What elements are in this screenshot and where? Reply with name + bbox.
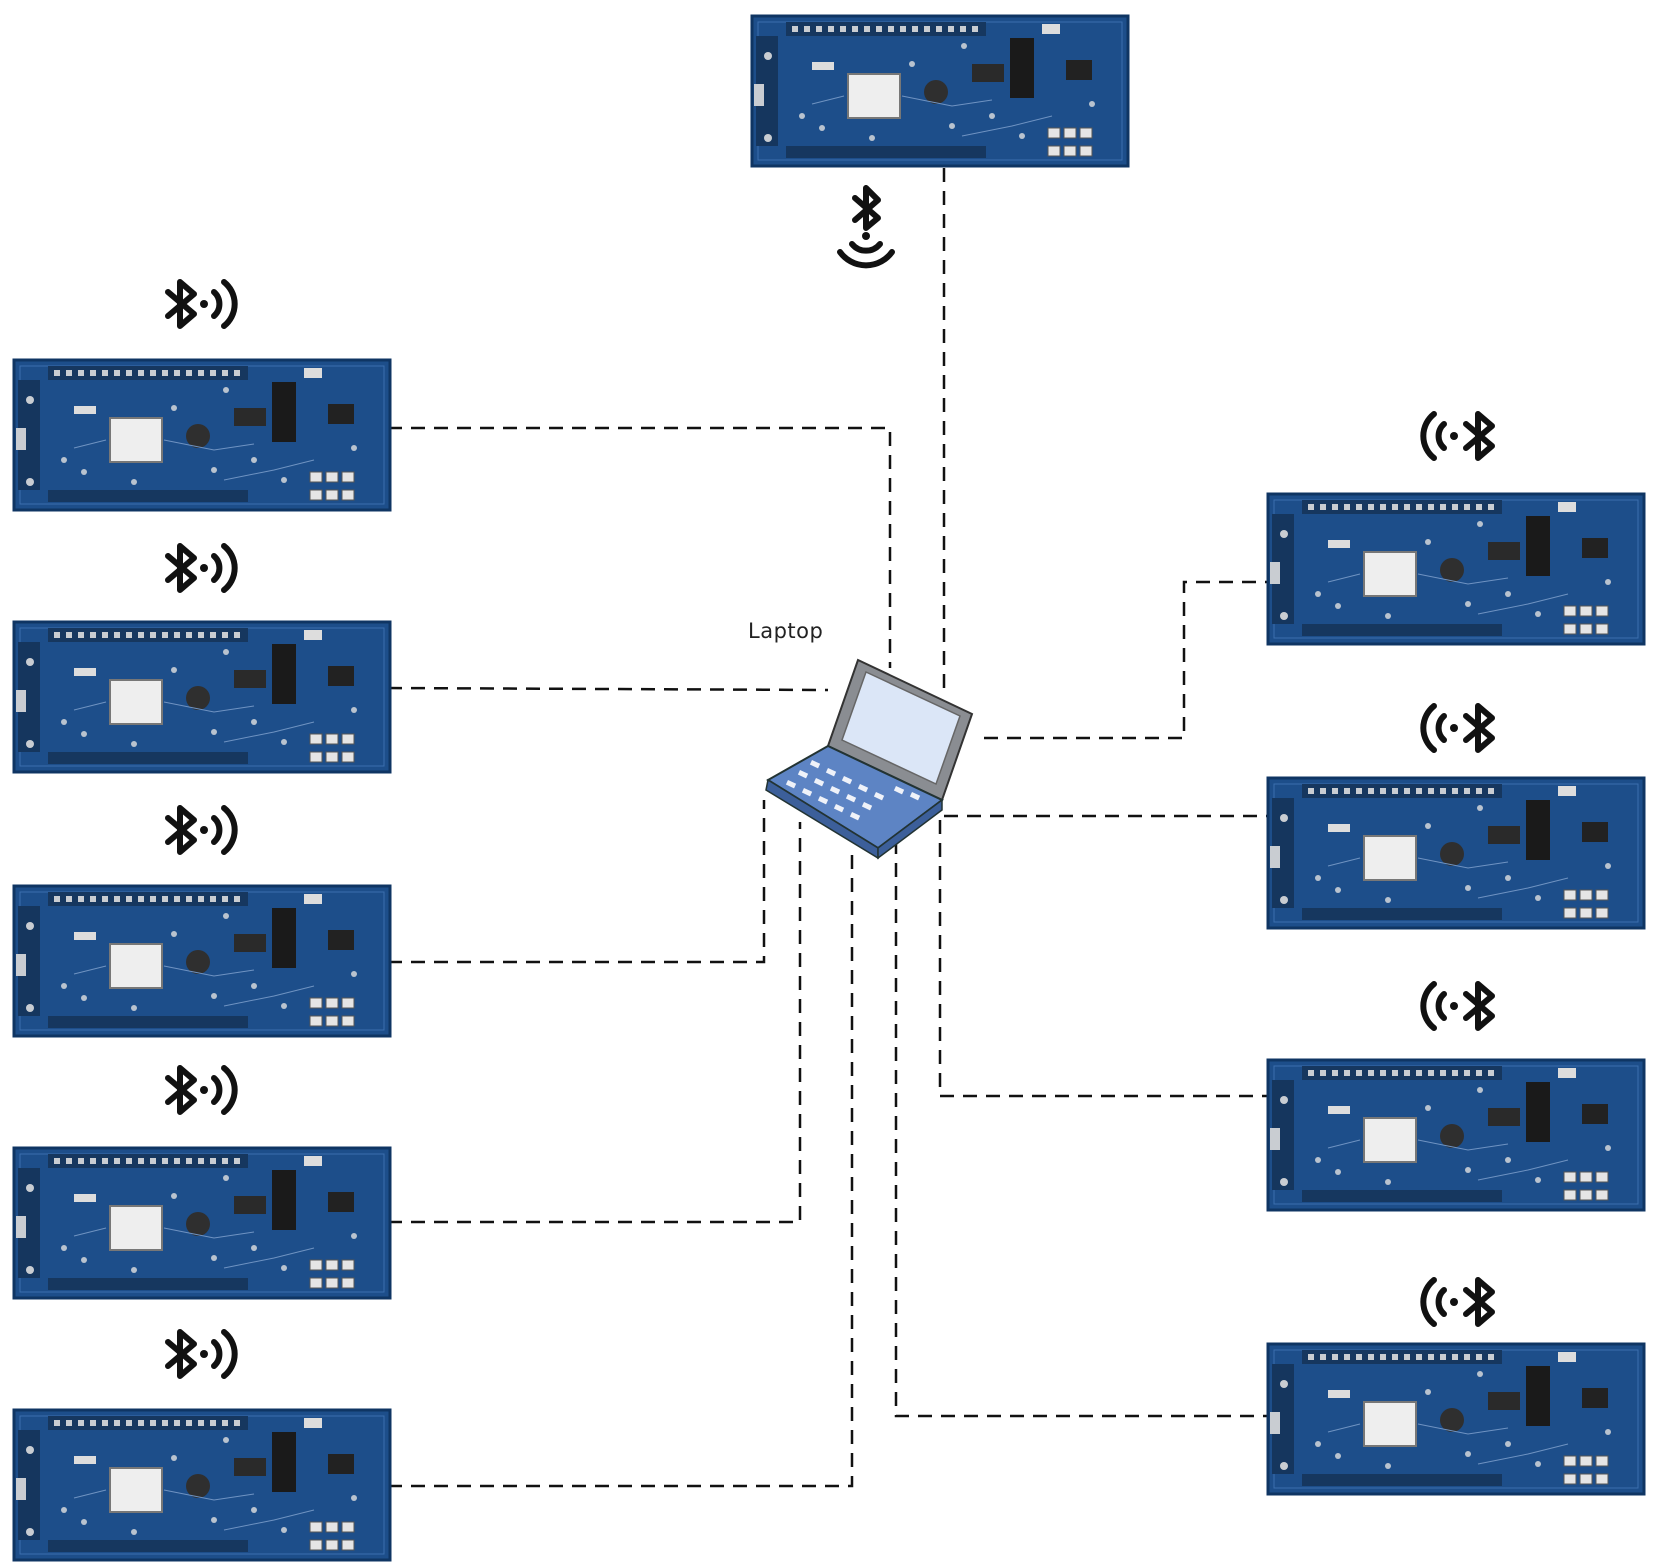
- bluetooth-signal-icon: [168, 808, 235, 852]
- laptop-icon: [765, 658, 974, 860]
- link-left-1: [388, 426, 892, 668]
- bluetooth-signal-icon: [168, 1068, 235, 1112]
- bluetooth-signal-icon: [168, 546, 235, 590]
- device-board-right-1: [1266, 492, 1646, 646]
- link-right-1: [984, 580, 1268, 740]
- device-board-left-1: [12, 358, 392, 512]
- bluetooth-signal-icon: [1423, 984, 1492, 1028]
- link-left-5: [388, 848, 854, 1488]
- device-board-left-3: [12, 884, 392, 1038]
- device-board-left-2: [12, 620, 392, 774]
- connections: [387, 168, 1268, 1488]
- bluetooth-signal-icon: [168, 282, 235, 326]
- link-left-2: [387, 686, 829, 692]
- laptop-label: Laptop: [748, 619, 824, 643]
- link-left-3: [388, 800, 766, 964]
- bluetooth-signal-icon: [168, 1332, 235, 1376]
- link-right-4: [894, 840, 1268, 1418]
- device-board-left-4: [12, 1146, 392, 1300]
- device-board-left-5: [12, 1408, 392, 1562]
- bluetooth-signal-icon: [1423, 706, 1492, 750]
- device-board-right-2: [1266, 776, 1646, 930]
- bluetooth-signal-icon: [1423, 414, 1492, 458]
- device-board-right-4: [1266, 1342, 1646, 1496]
- bluetooth-signal-icon: [1423, 1280, 1492, 1324]
- device-board-right-3: [1266, 1058, 1646, 1212]
- link-left-4: [388, 822, 802, 1224]
- link-right-3: [938, 820, 1268, 1098]
- device-board-top: [750, 14, 1130, 168]
- bluetooth-signal-icon: [840, 188, 892, 265]
